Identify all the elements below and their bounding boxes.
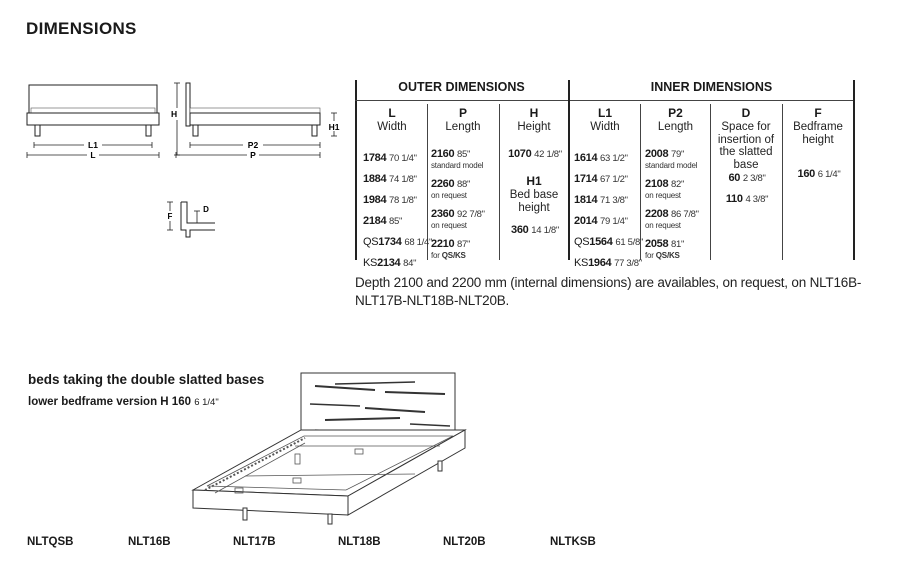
h-height-value: 1070 42 1/8" [508,148,562,160]
lower-bedframe-version: lower bedframe version H 160 6 1/4" [28,396,219,408]
column-header-l1: L1 Width [590,106,620,133]
column-header-d: D Space for insertion of the slatted bas… [717,106,775,171]
p-value: 2360 92 7/8" on request [431,208,485,230]
d-value: 110 4 3/8" [725,193,769,205]
l1-value: QS1564 61 5/8" [574,236,644,248]
l1-value: KS1964 77 3/8" [574,257,642,269]
bed-side-view-diagram: H H1 P2 P [171,82,342,160]
l1-value: 2014 79 1/4" [574,215,628,227]
page-title: DIMENSIONS [26,19,137,38]
p-value: 2210 87" for QS/KS [431,238,471,260]
l-value: 1984 78 1/8" [363,194,417,206]
p2-value: 2208 86 7/8" on request [645,208,699,230]
p2-value: 2058 81" for QS/KS [645,238,685,260]
column-header-h: H Height [517,106,551,133]
l-value: QS1734 68 1/4" [363,236,433,248]
column-header-l: L Width [377,106,407,133]
l-value: KS2134 84" [363,257,417,269]
dim-label-p2: P2 [248,140,259,150]
inner-dimensions-header: INNER DIMENSIONS [650,80,773,94]
l-value: 2184 85" [363,215,403,227]
depth-note: Depth 2100 and 2200 mm (internal dimensi… [355,275,862,308]
p2-length-values: 2008 79" standard model 2108 82" on requ… [645,148,699,268]
dim-label-h1: H1 [329,122,340,132]
d-value: 60 2 3/8" [728,172,766,184]
dim-label-l1: L1 [88,140,98,150]
p2-value: 2108 82" on request [645,178,685,200]
bed-perspective-illustration [191,372,467,525]
double-slatted-title: beds taking the double slatted bases [28,372,265,387]
dim-label-p: P [250,150,256,160]
p-value: 2260 88" on request [431,178,471,200]
dim-label-l: L [90,150,95,160]
h1-height-value: 360 14 1/8" [511,224,559,236]
l-value: 1884 74 1/8" [363,173,417,185]
p-length-values: 2160 85" standard model 2260 88" on requ… [431,148,485,268]
bed-section-detail-diagram: F D [166,201,215,238]
p2-value: 2008 79" standard model [645,148,698,170]
model-name: NLTQSB [27,536,74,548]
l-width-values: 1784 70 1/4" 1884 74 1/8" 1984 78 1/8" 2… [363,148,432,274]
dim-label-d: D [203,205,209,214]
column-header-f: F Bedframe height [793,106,843,146]
dimensions-table: OUTER DIMENSIONS INNER DIMENSIONS L Widt… [355,80,855,269]
model-name: NLT20B [443,536,486,548]
l1-value: 1814 71 3/8" [574,194,628,206]
column-header-p: P Length [445,106,481,133]
outer-dimensions-header: OUTER DIMENSIONS [398,80,525,94]
l1-width-values: 1614 63 1/2" 1714 67 1/2" 1814 71 3/8" 2… [574,148,643,274]
f-bedframe-height-value: 160 6 1/4" [797,168,841,180]
bed-front-view-diagram: L1 L [26,84,160,160]
l-value: 1784 70 1/4" [363,152,417,164]
d-space-values: 60 2 3/8" 110 4 3/8" [713,168,781,210]
column-header-p2: P2 Length [657,106,694,133]
l1-value: 1714 67 1/2" [574,173,628,185]
dim-label-h: H [171,109,177,119]
l1-value: 1614 63 1/2" [574,152,628,164]
dim-label-f: F [168,212,173,221]
column-header-h1: H1 Bed base height [509,174,559,214]
model-name: NLTKSB [550,536,596,548]
model-name: NLT17B [233,536,276,548]
p-value: 2160 85" standard model [431,148,484,170]
model-name: NLT16B [128,536,171,548]
model-name: NLT18B [338,536,381,548]
